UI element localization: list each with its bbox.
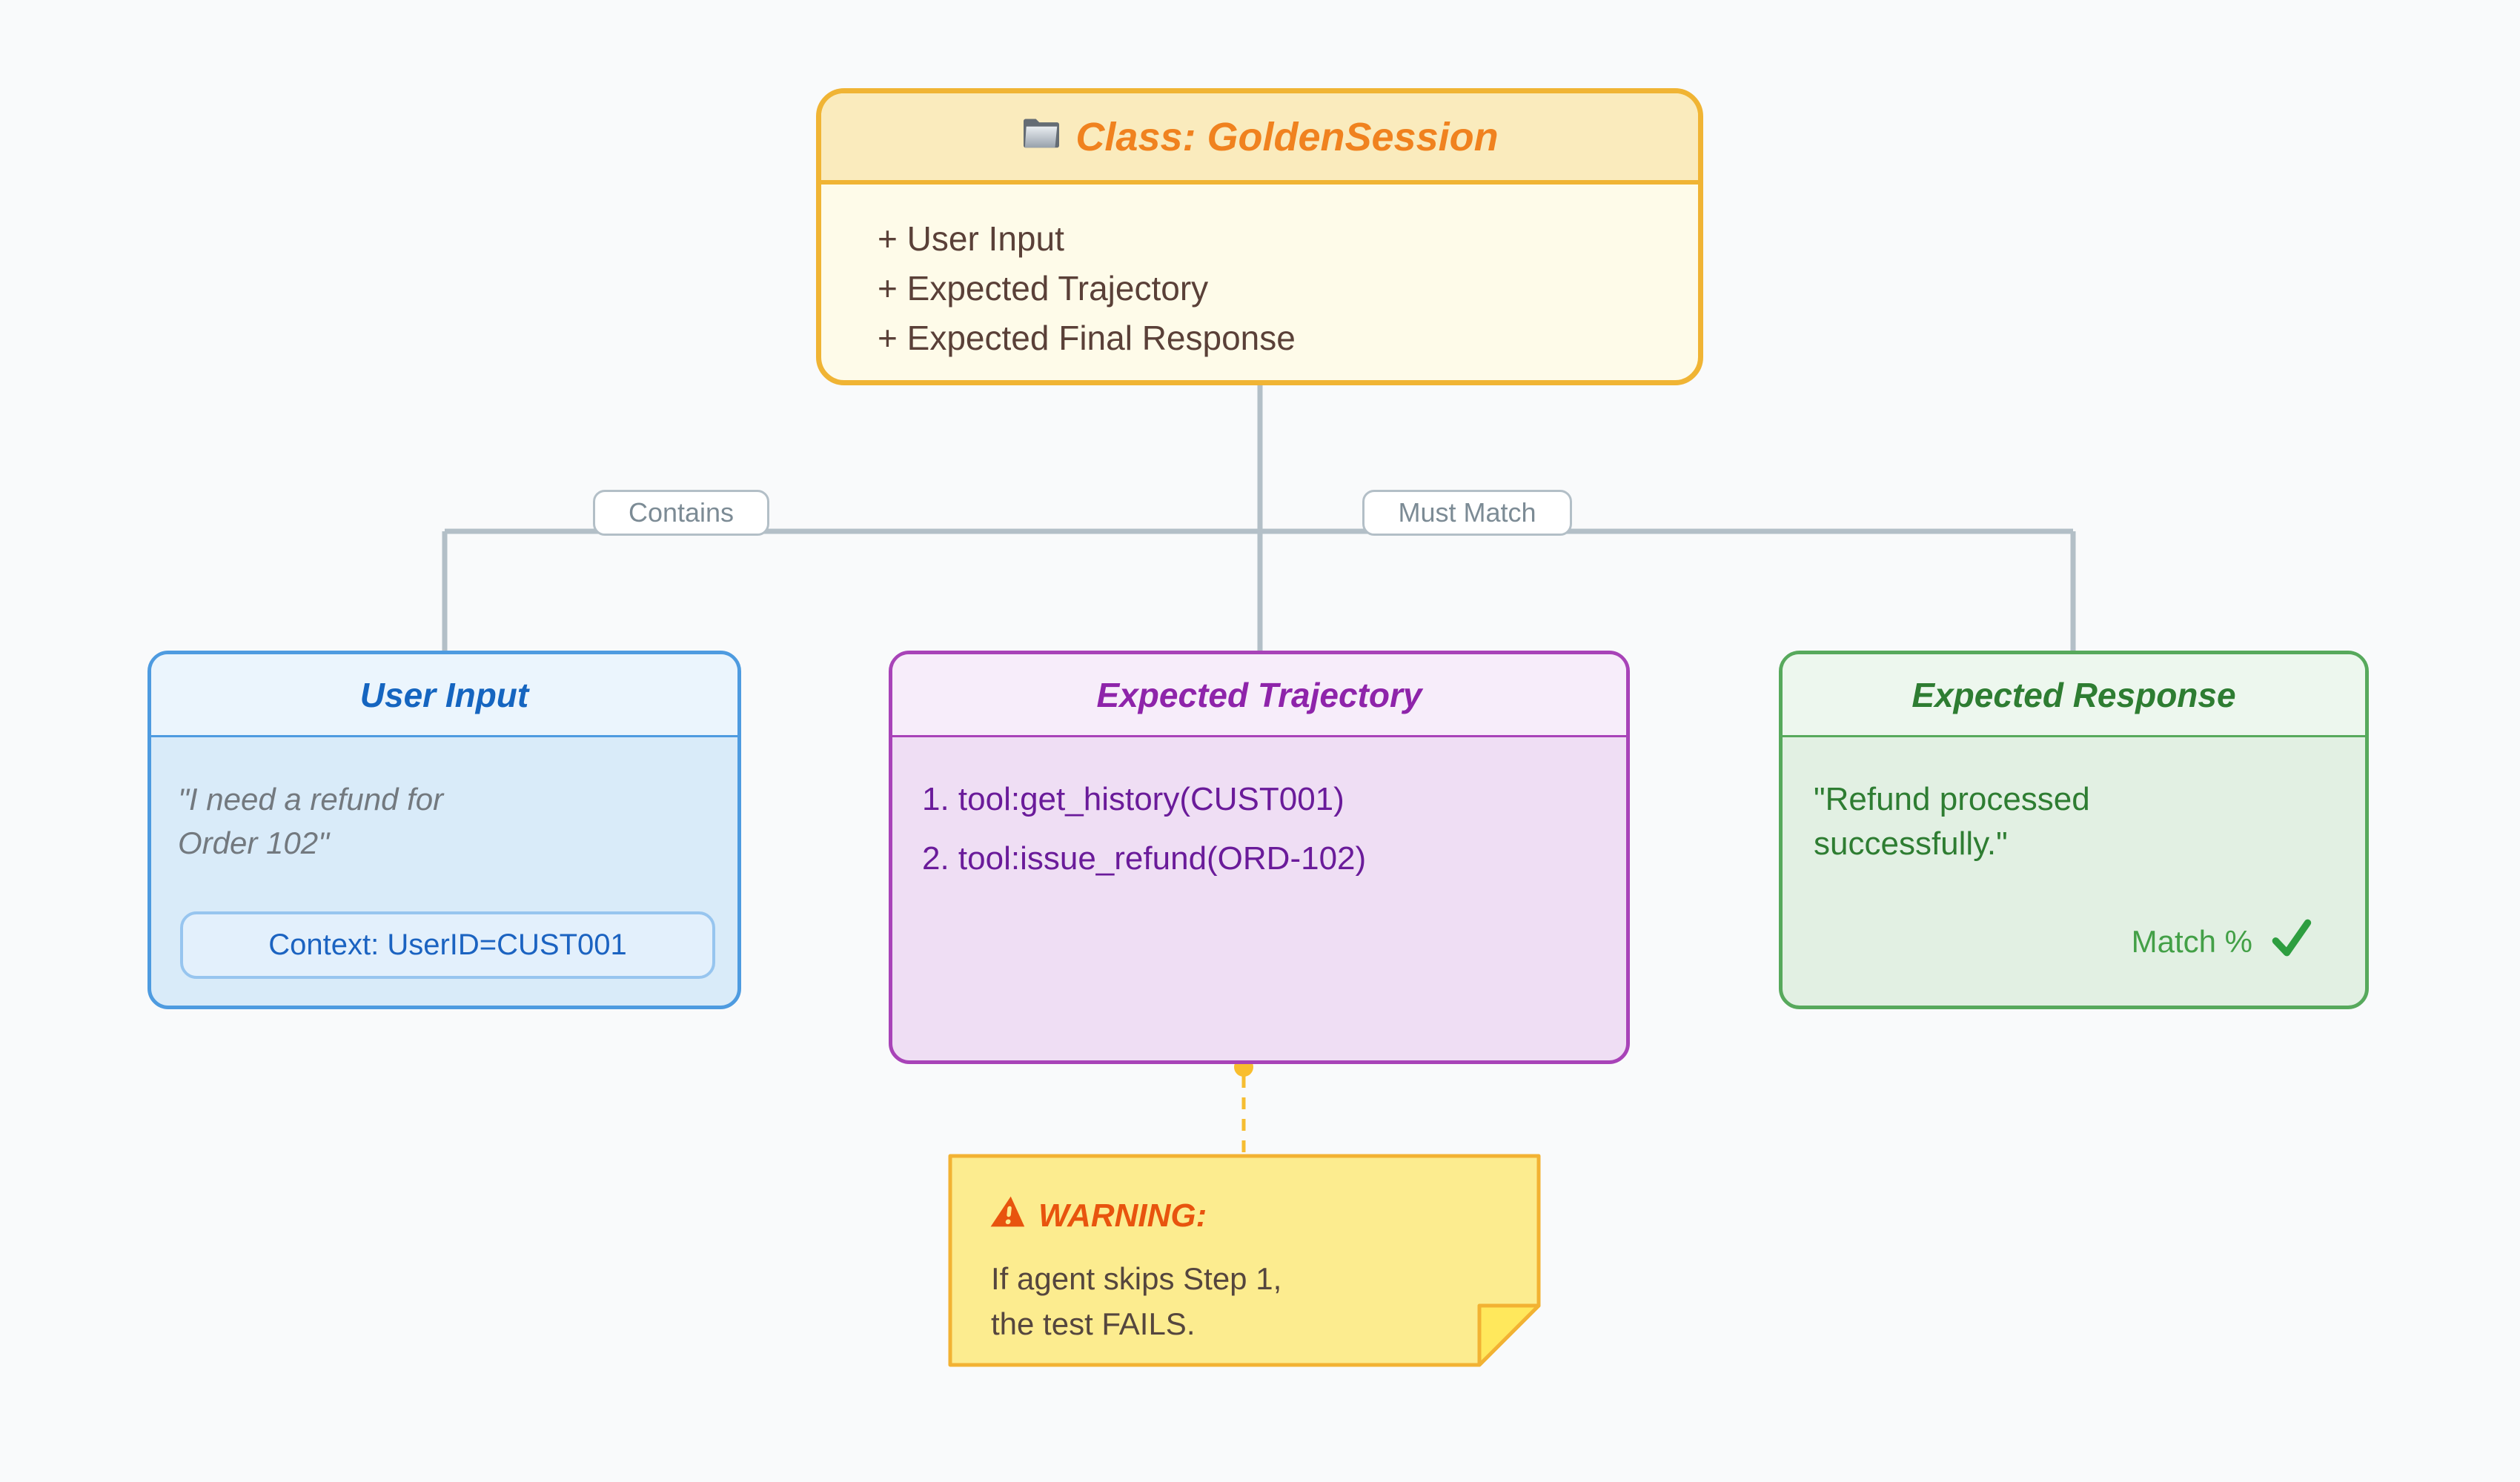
goldensession-header: Class: GoldenSession bbox=[821, 93, 1698, 185]
context-pill-text: Context: UserID=CUST001 bbox=[268, 928, 627, 961]
user-input-quote: "I need a refund for Order 102" bbox=[151, 737, 737, 865]
trajectory-step: 2. tool:issue_refund(ORD-102) bbox=[922, 840, 1367, 877]
user-input-header: User Input bbox=[151, 654, 737, 737]
warning-note[interactable]: WARNING: If agent skips Step 1, the test… bbox=[948, 1154, 1541, 1367]
note-shape bbox=[948, 1154, 1541, 1367]
edge-label-contains-text: Contains bbox=[628, 497, 735, 528]
attribute-item: + Expected Trajectory bbox=[878, 269, 1209, 308]
expected-trajectory-header: Expected Trajectory bbox=[892, 654, 1626, 737]
quote-line: "I need a refund for bbox=[178, 782, 444, 817]
check-icon bbox=[2269, 916, 2313, 968]
trajectory-step: 1. tool:get_history(CUST001) bbox=[922, 781, 1344, 817]
note-title: WARNING: bbox=[1038, 1197, 1207, 1234]
trajectory-steps: 1. tool:get_history(CUST001) 2. tool:iss… bbox=[892, 737, 1626, 884]
quote-line: Order 102" bbox=[178, 825, 330, 860]
response-line: successfully." bbox=[1814, 825, 2008, 862]
expected-trajectory-title: Expected Trajectory bbox=[1096, 675, 1422, 714]
folder-icon bbox=[1021, 114, 1062, 160]
class-node-goldensession[interactable]: Class: GoldenSession + User Input + Expe… bbox=[816, 88, 1703, 385]
edge-label-must-match: Must Match bbox=[1362, 490, 1572, 536]
match-percent-label: Match % bbox=[2131, 924, 2252, 959]
note-title-row: WARNING: bbox=[989, 1195, 1207, 1236]
warning-triangle-icon bbox=[989, 1195, 1029, 1236]
response-line: "Refund processed bbox=[1814, 781, 2090, 817]
note-fold-corner bbox=[1477, 1303, 1541, 1367]
match-percent-row: Match % bbox=[2132, 918, 2313, 966]
note-body-line: If agent skips Step 1, bbox=[991, 1261, 1282, 1296]
edge-label-must-match-text: Must Match bbox=[1398, 497, 1536, 528]
user-input-title: User Input bbox=[359, 675, 529, 714]
node-expected-trajectory[interactable]: Expected Trajectory 1. tool:get_history(… bbox=[889, 651, 1630, 1064]
edge-label-contains: Contains bbox=[593, 490, 769, 536]
node-expected-response[interactable]: Expected Response "Refund processed succ… bbox=[1779, 651, 2369, 1009]
expected-response-title: Expected Response bbox=[1911, 675, 2236, 714]
note-content: WARNING: If agent skips Step 1, the test… bbox=[948, 1154, 1541, 1367]
node-user-input[interactable]: User Input "I need a refund for Order 10… bbox=[147, 651, 741, 1009]
attribute-item: + Expected Final Response bbox=[878, 319, 1296, 357]
attribute-item: + User Input bbox=[878, 219, 1064, 258]
context-pill: Context: UserID=CUST001 bbox=[180, 911, 715, 979]
note-body-line: the test FAILS. bbox=[991, 1306, 1196, 1341]
expected-response-header: Expected Response bbox=[1783, 654, 2365, 737]
goldensession-attributes: + User Input + Expected Trajectory + Exp… bbox=[821, 185, 1698, 363]
expected-response-text: "Refund processed successfully." bbox=[1783, 737, 2365, 866]
goldensession-title: Class: GoldenSession bbox=[1075, 114, 1499, 159]
